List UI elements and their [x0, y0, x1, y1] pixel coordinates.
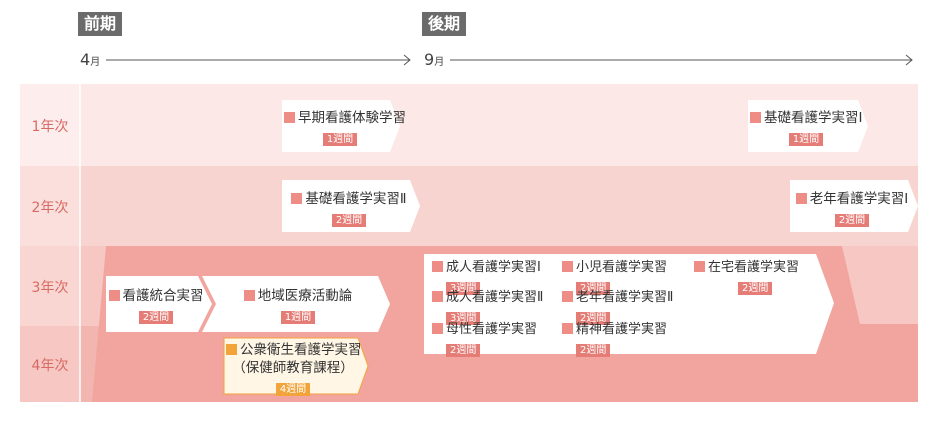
- square-icon: [694, 261, 705, 272]
- term-first-label: 前期: [78, 12, 123, 36]
- weeks-badge: 3週間: [446, 312, 481, 325]
- item-kiso1: 基礎看護学実習Ⅰ 1週間: [750, 109, 862, 146]
- square-icon: [562, 261, 573, 272]
- month-april: 4月: [80, 50, 100, 69]
- term-second-label: 後期: [422, 12, 467, 36]
- item-zaitaku: 在宅看護学実習 2週間: [694, 259, 799, 295]
- square-icon: [562, 291, 573, 302]
- item-name: 基礎看護学実習Ⅰ: [764, 110, 863, 126]
- arrow-ronen1: [790, 180, 918, 232]
- month-september: 9月: [424, 50, 444, 69]
- weeks-badge: 2週間: [138, 311, 174, 324]
- item-seijin1: 成人看護学実習Ⅰ 3週間: [432, 259, 541, 295]
- weeks-badge: 3週間: [446, 282, 481, 295]
- square-icon: [432, 323, 443, 334]
- weeks-badge: 1週間: [322, 133, 358, 146]
- timeline-first-arrowhead: [403, 54, 411, 66]
- arrow-kiso2: [282, 180, 420, 232]
- weeks-badge: 2週間: [576, 282, 611, 295]
- item-name: 小児看護学実習: [576, 260, 668, 275]
- row-label-year2: 2年次: [31, 200, 69, 216]
- item-kiso2: 基礎看護学実習Ⅱ 2週間: [284, 190, 414, 227]
- month-april-num: 4: [80, 50, 91, 69]
- month-september-unit: 月: [434, 57, 445, 68]
- item-ronen1: 老年看護学実習Ⅰ 2週間: [792, 190, 912, 227]
- item-name: 在宅看護学実習: [708, 260, 800, 275]
- item-soki: 早期看護体験学習 1週間: [284, 109, 406, 146]
- weeks-badge: 2週間: [331, 214, 367, 227]
- square-icon: [243, 290, 255, 301]
- item-name: 老年看護学実習Ⅰ: [809, 191, 909, 207]
- row-label-year3: 3年次: [31, 280, 69, 296]
- item-name: 地域医療活動論: [257, 288, 353, 304]
- item-subtitle: （保健師教育課程）: [232, 360, 354, 376]
- weeks-badge: 2週間: [834, 214, 870, 227]
- row-label-year4: 4年次: [31, 358, 69, 374]
- item-chiiki: 地域医療活動論 1週間: [222, 287, 374, 324]
- timeline-second-arrowhead: [905, 54, 913, 66]
- arrow-year3-latter: [424, 254, 834, 354]
- item-koshu: 公衆衛生看護学実習 （保健師教育課程） 4週間: [226, 341, 362, 396]
- month-april-unit: 月: [90, 57, 101, 68]
- item-name: 公衆衛生看護学実習: [240, 342, 362, 358]
- weeks-badge: 2週間: [446, 344, 481, 357]
- square-icon: [795, 193, 807, 204]
- arrow-kiso1: [748, 100, 868, 152]
- item-name: 基礎看護学実習Ⅱ: [305, 191, 407, 207]
- arrow-togo: [106, 276, 212, 332]
- item-name: 成人看護学実習Ⅱ: [446, 290, 544, 305]
- square-icon: [432, 261, 443, 272]
- item-name: 看護統合実習: [122, 288, 204, 304]
- item-name: 成人看護学実習Ⅰ: [446, 260, 541, 275]
- item-togo: 看護統合実習 2週間: [106, 287, 206, 324]
- item-shoni: 小児看護学実習 2週間: [562, 259, 667, 295]
- arrow-soki: [282, 100, 400, 152]
- square-icon: [750, 112, 761, 123]
- label-column: [20, 84, 80, 402]
- square-icon: [291, 193, 303, 204]
- square-icon: [562, 323, 573, 334]
- weeks-badge: 2週間: [576, 344, 611, 357]
- weeks-badge: 2週間: [576, 312, 611, 325]
- item-name: 老年看護学実習Ⅱ: [576, 290, 674, 305]
- row-label-year1: 1年次: [31, 119, 69, 135]
- weeks-badge: 4週間: [275, 383, 311, 396]
- item-seijin2: 成人看護学実習Ⅱ 3週間: [432, 289, 543, 325]
- square-icon: [226, 344, 237, 355]
- weeks-badge: 1週間: [280, 311, 316, 324]
- square-icon: [108, 290, 120, 301]
- item-ronen2: 老年看護学実習Ⅱ 2週間: [562, 289, 673, 325]
- month-september-num: 9: [424, 50, 435, 69]
- weeks-badge: 1週間: [788, 133, 824, 146]
- item-name: 母性看護学実習: [446, 322, 538, 337]
- item-name: 早期看護体験学習: [298, 110, 406, 126]
- item-bosei: 母性看護学実習 2週間: [432, 321, 537, 357]
- weeks-badge: 2週間: [738, 282, 773, 295]
- item-name: 精神看護学実習: [576, 322, 668, 337]
- arrow-koshu: [223, 337, 369, 395]
- square-icon: [284, 112, 295, 123]
- row-band-2: [20, 166, 918, 246]
- item-seishin: 精神看護学実習 2週間: [562, 321, 667, 357]
- square-icon: [432, 291, 443, 302]
